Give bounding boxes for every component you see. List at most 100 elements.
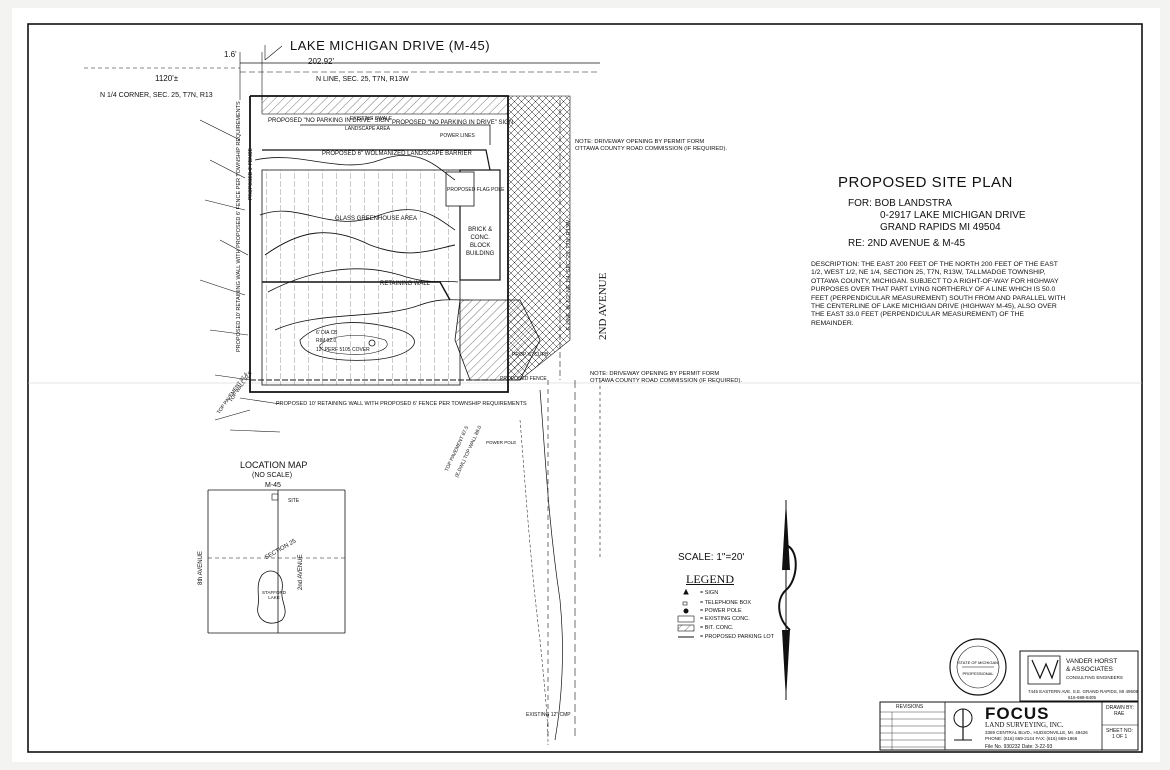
cb-cover-label: 12" PERF 5105 COVER [316, 347, 370, 353]
power-pole-label: POWER POLE [486, 440, 517, 445]
n-line-label: N LINE, SEC. 25, T7N, R13W [316, 76, 409, 83]
note-line: NOTE: DRIVEWAY OPENING BY PERMIT FORM [575, 139, 705, 145]
engineer-name-line: VANDER HORST [1066, 658, 1118, 665]
corner-distance: 1120'± [155, 74, 179, 83]
engineer-sub: CONSULTING ENGINEERS [1066, 675, 1123, 680]
greenhouse-area [261, 169, 461, 386]
surveyor-logo-icon [953, 708, 973, 741]
re-line: RE: 2ND AVENUE & M-45 [848, 238, 966, 249]
driveway-note-top: NOTE: DRIVEWAY OPENING BY PERMIT FORM OT… [575, 139, 727, 153]
proposed-fence-label: PROPOSED 6' FENCE [248, 148, 254, 200]
fence-south-label: PROPOSED 10' RETAINING WALL WITH PROPOSE… [276, 401, 527, 407]
location-map-east-road: 2nd AVENUE [298, 554, 304, 590]
building-label: BRICK & CONC. BLOCK BUILDING [466, 226, 494, 258]
legend-title: LEGEND [686, 572, 734, 586]
site-marker [271, 493, 279, 501]
retaining-wall [262, 281, 451, 301]
n-corner-label: N 1/4 CORNER, SEC. 25, T7N, R13 [100, 92, 213, 99]
revisions-label: REVISIONS [896, 704, 924, 710]
legend-symbols [677, 588, 695, 638]
legend-item: = PROPOSED PARKING LOT [700, 634, 775, 640]
offset-dimension: 1.6' [224, 50, 237, 59]
engineer-name-line: & ASSOCIATES [1066, 666, 1113, 673]
spot-elevations [199, 119, 281, 433]
location-map-title: LOCATION MAP [240, 460, 308, 470]
existing-swale-label: EXISTING SWALE [350, 116, 393, 122]
legend-item: = POWER POLE [700, 608, 742, 614]
greenhouse-label: GLASS GREENHOUSE AREA [335, 216, 418, 222]
legend-item: = BIT. CONC. [700, 625, 734, 631]
engineer-address: 7445 EASTERN AVE. S.E. GRAND RAPIDS, MI … [1028, 689, 1138, 700]
retaining-wall-label: RETAINING WALL [380, 281, 431, 287]
building-label-line: CONC. [470, 235, 490, 241]
lake-shape [257, 570, 286, 624]
note-line: OTTAWA COUNTY ROAD COMMISSION (IF REQUIR… [590, 378, 743, 384]
contour [264, 232, 456, 256]
flag-pole-label: PROPOSED FLAG POLE [447, 187, 505, 193]
driveway-note-bottom: NOTE: DRIVEWAY OPENING BY PERMIT FORM OT… [590, 371, 742, 385]
fence-west-label: PROPOSED 10' RETAINING WALL WITH PROPOSE… [236, 101, 242, 352]
engineer-phone: 616-698-8405 [1068, 694, 1097, 700]
leader [239, 397, 281, 405]
surveyor-phone: PHONE: (616) 669-2144 FAX: (616) 669-196… [985, 735, 1078, 741]
power-lines-label: POWER LINES [440, 133, 475, 139]
proposed-fence-se-label: PROPOSED FENCE [500, 376, 547, 382]
landscape-barrier [262, 149, 491, 171]
building-label-line: BLOCK [470, 243, 491, 249]
svg-text:STATE OF MICHIGAN: STATE OF MICHIGAN [958, 660, 998, 665]
legal-description: DESCRIPTION: THE EAST 200 FEET OF THE NO… [811, 261, 1066, 327]
cb-rim-label: RIM 92.0 [316, 338, 337, 344]
contour-basin-inner [319, 335, 388, 355]
drainage-ditch [539, 389, 563, 741]
engineer-address-line: 7445 EASTERN AVE. S.E. GRAND RAPIDS, MI … [1028, 689, 1138, 694]
scale-label: SCALE: 1"=20' [678, 552, 745, 563]
surveyor-address-line: 3369 CENTRAL BLVD., HUDSONVILLE, MI. 494… [985, 730, 1088, 735]
svg-text:PROFESSIONAL: PROFESSIONAL [962, 671, 994, 676]
catch-basin-icon [368, 339, 376, 347]
drawn-by: DRAWN BY: RAE [1106, 705, 1134, 717]
note-line: NOTE: DRIVEWAY OPENING BY PERMIT FORM [590, 371, 720, 377]
contour-basin [299, 322, 415, 361]
file-number: File No. 930232 Date: 3-22-93 [985, 744, 1053, 750]
landscape-barrier-label: PROPOSED 6" WOLMANIZED LANDSCAPE BARRIER [322, 151, 472, 157]
client-address-2: GRAND RAPIDS MI 49504 [880, 222, 1001, 233]
contour [259, 209, 456, 231]
drawn-by-value: RAE [1114, 711, 1125, 717]
sheet-number: SHEET NO: 1 OF 1 [1106, 728, 1133, 740]
client-address-1: 0-2917 LAKE MICHIGAN DRIVE [880, 210, 1026, 221]
vh-logo-icon [1027, 655, 1061, 685]
location-map-subtitle: (NO SCALE) [252, 472, 293, 479]
contour [254, 154, 456, 181]
contour [519, 419, 549, 746]
existing-swale [300, 124, 491, 145]
north-road-label: LAKE MICHIGAN DRIVE (M-45) [290, 38, 491, 53]
location-map-lake: STAFFORD LAKE [262, 590, 286, 600]
surveyor-name: FOCUS [985, 704, 1050, 723]
building-label-line: BUILDING [466, 251, 495, 257]
location-map-west-road: 8th AVENUE [198, 551, 204, 585]
sheet-number-label: SHEET NO: [1106, 728, 1133, 734]
paper [12, 8, 1160, 762]
location-map-site: SITE [288, 498, 300, 504]
curb-label: PROP. 6" CURB [512, 352, 549, 358]
location-map-road-top: M-45 [265, 482, 281, 489]
surveyor-sub: LAND SURVEYING, INC. [985, 721, 1064, 729]
engineer-name: VANDER HORST & ASSOCIATES CONSULTING ENG… [1066, 658, 1123, 682]
leader [264, 45, 283, 61]
legend-item: = SIGN [700, 590, 719, 596]
frontage-dimension: 202.92' [308, 57, 334, 66]
note-line: OTTAWA COUNTY ROAD COMMISSION (IF REQUIR… [575, 146, 728, 152]
north-arrow-icon [778, 500, 797, 700]
title-block [879, 650, 1139, 751]
culvert-label: EXISTING 12" CMP [526, 712, 571, 718]
client-block: FOR: BOB LANDSTRA 0-2917 LAKE MICHIGAN D… [848, 198, 1026, 234]
flag-pole-area [445, 171, 475, 207]
no-parking-sign-label-2: PROPOSED "NO PARKING IN DRIVE" SIGN [392, 120, 514, 126]
drawn-by-label: DRAWN BY: [1106, 705, 1134, 711]
e-line-label: E LINE, W 1/2, NE 1/4, SEC. 25, T7N, R13… [566, 220, 572, 330]
no-parking-sign-label: PROPOSED "NO PARKING IN DRIVE" SIGN [268, 118, 390, 124]
building-label-line: BRICK & [468, 227, 493, 233]
cb-label: 6' DIA CB [316, 330, 338, 336]
surveyor-address: 3369 CENTRAL BLVD., HUDSONVILLE, MI. 494… [985, 730, 1088, 741]
